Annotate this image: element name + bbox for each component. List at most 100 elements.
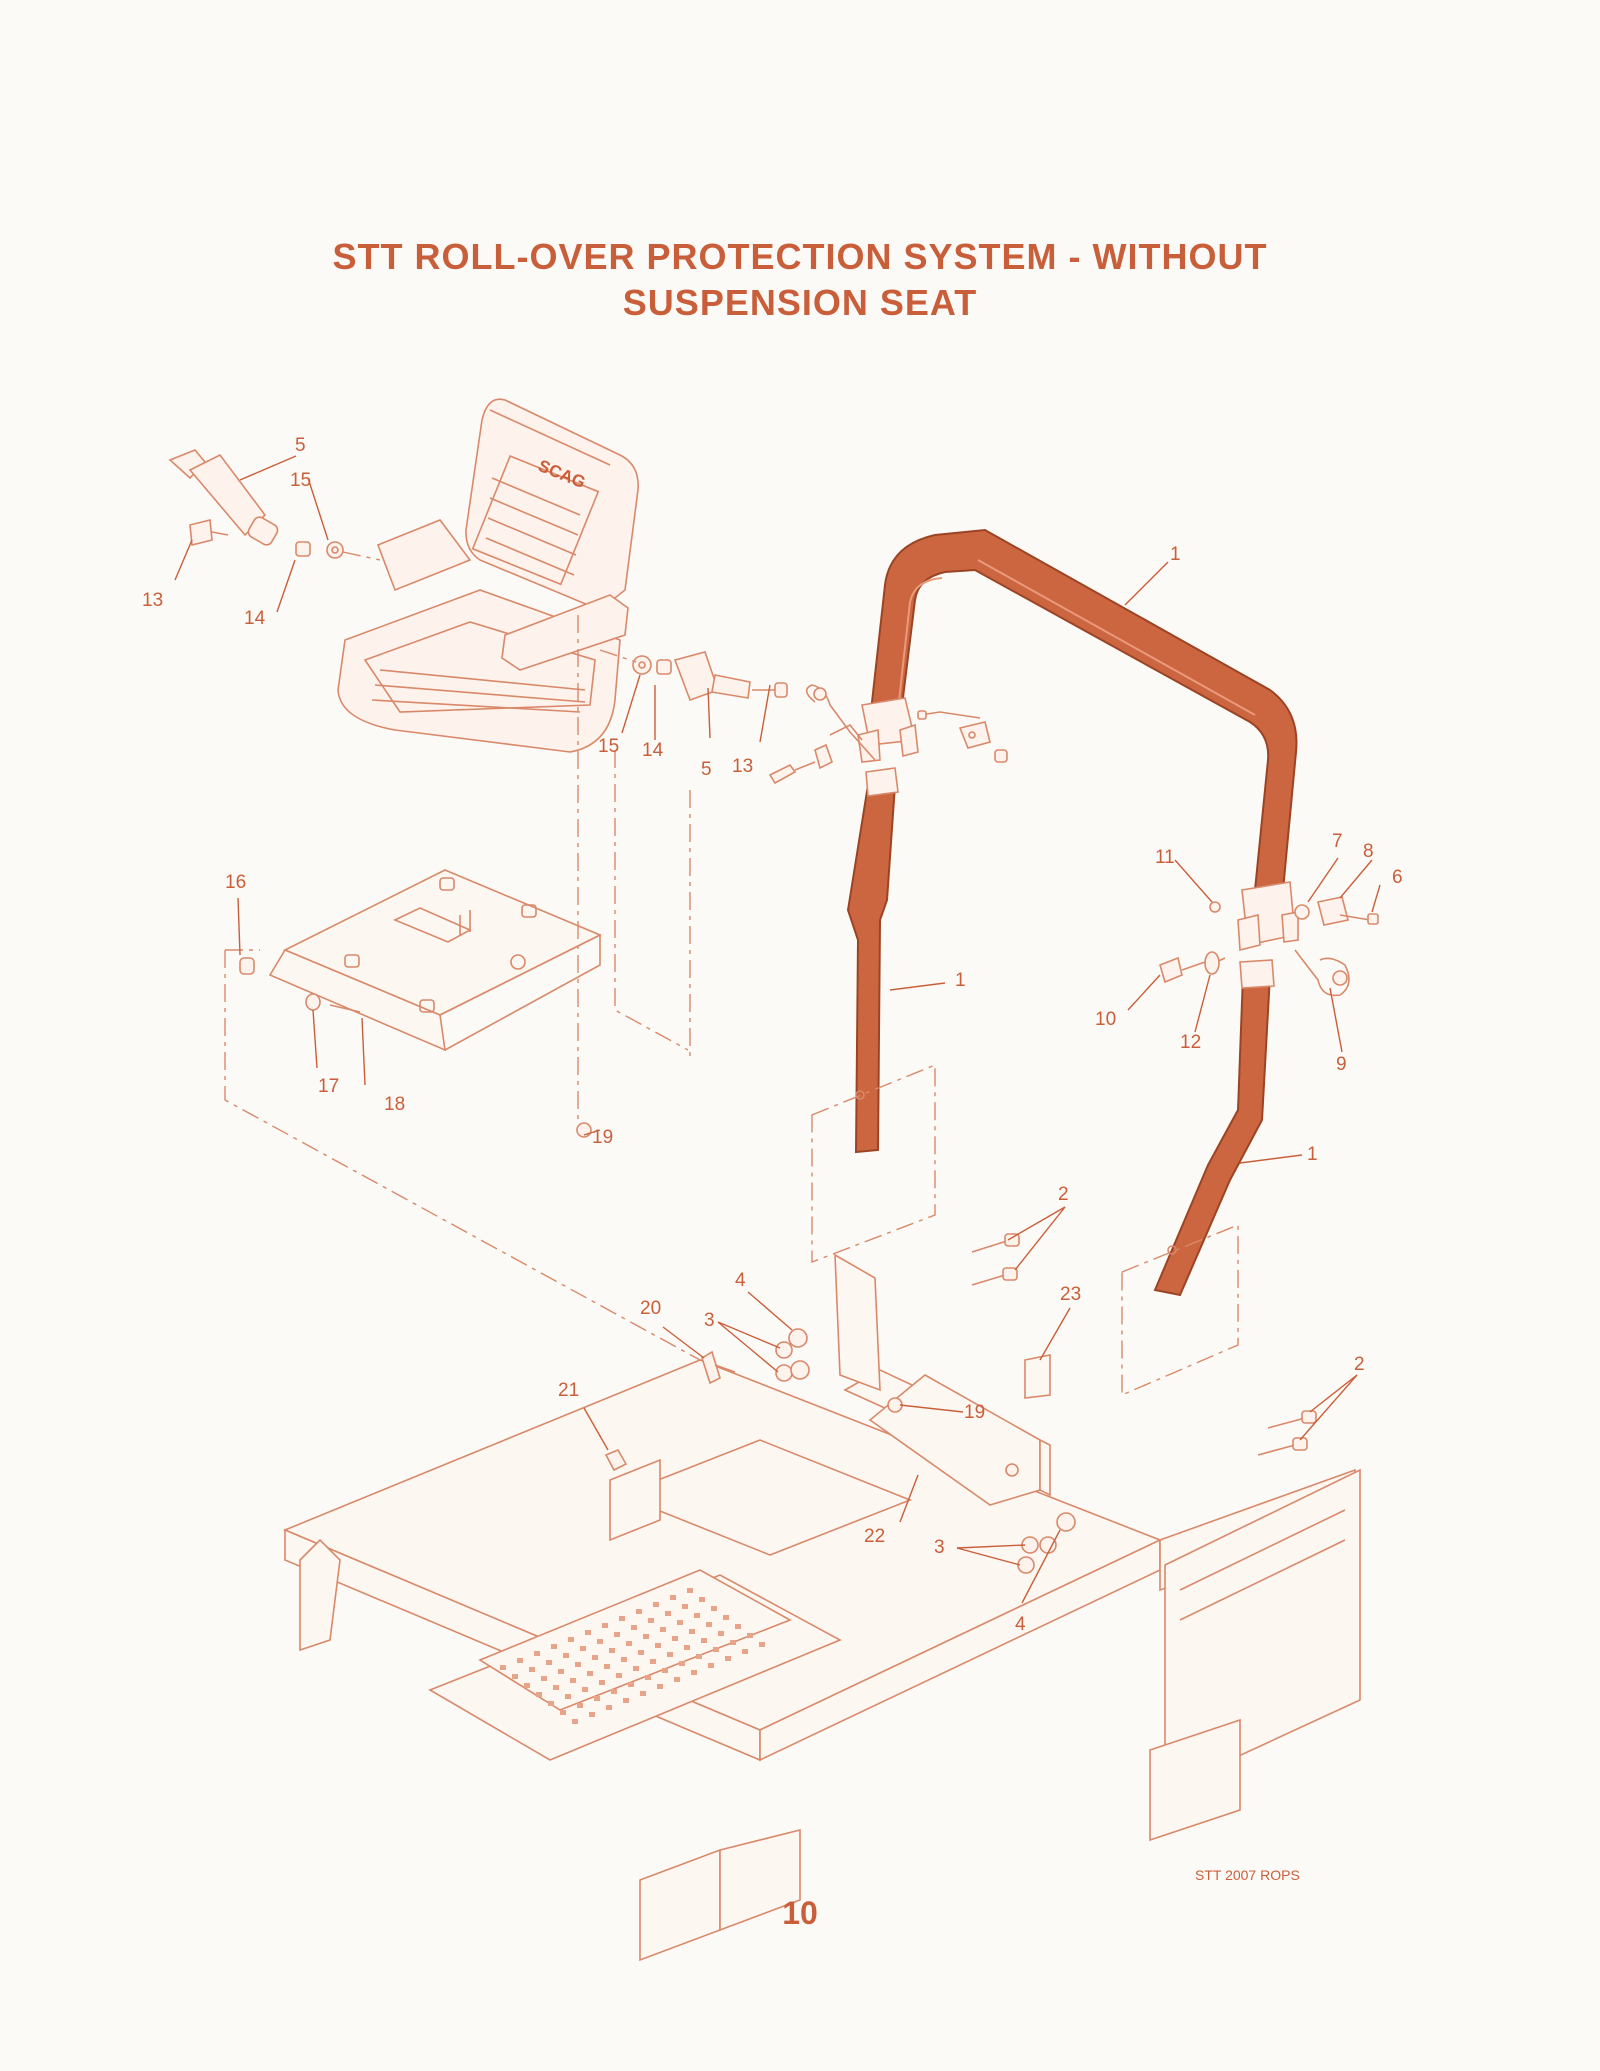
perforation <box>599 1680 605 1685</box>
perforation <box>633 1666 639 1671</box>
floor-plate <box>428 1569 842 1761</box>
callout-19-bracket: 19 <box>964 1402 985 1423</box>
perforation <box>529 1667 535 1672</box>
perforation <box>631 1625 637 1630</box>
callout-leaders <box>174 455 1381 1604</box>
perforation <box>636 1609 642 1614</box>
lower-hardware <box>604 1233 1317 1574</box>
seat-assembly-guide-lines <box>224 615 701 1361</box>
perforation <box>667 1652 673 1657</box>
perforation <box>628 1682 634 1687</box>
perforation <box>670 1595 676 1600</box>
perforation <box>551 1644 557 1649</box>
perforation <box>718 1631 724 1636</box>
callout-17: 17 <box>318 1076 339 1097</box>
page-number: 10 <box>782 1895 818 1931</box>
page-title-line-1: STT ROLL-OVER PROTECTION SYSTEM - WITHOU… <box>332 236 1268 277</box>
perforation <box>575 1662 581 1667</box>
rops-left-lower-upright <box>846 767 899 1154</box>
perforation <box>672 1636 678 1641</box>
perforation <box>759 1642 765 1647</box>
callout-5-left: 5 <box>295 435 306 456</box>
callout-16: 16 <box>225 872 246 893</box>
perforation <box>621 1657 627 1662</box>
perforation <box>735 1624 741 1629</box>
callout-6: 6 <box>1392 867 1403 888</box>
callout-4-left: 4 <box>735 1270 746 1291</box>
callout-3-right: 3 <box>934 1537 945 1558</box>
perforation <box>558 1669 564 1674</box>
perforation <box>691 1670 697 1675</box>
perforation <box>713 1647 719 1652</box>
page-title-line-2: SUSPENSION SEAT <box>622 282 978 323</box>
perforation <box>684 1645 690 1650</box>
perforation <box>640 1691 646 1696</box>
callout-2-upper: 2 <box>1058 1184 1069 1205</box>
perforation <box>706 1622 712 1627</box>
perforation <box>689 1629 695 1634</box>
perforation <box>582 1687 588 1692</box>
seat-belt-buckle-left <box>168 449 381 561</box>
perforation <box>553 1685 559 1690</box>
rops-mount-bracket <box>834 1253 1051 1506</box>
perforation <box>674 1677 680 1682</box>
perforation <box>512 1674 518 1679</box>
callout-21: 21 <box>558 1380 579 1401</box>
perforation <box>643 1634 649 1639</box>
callout-13-left: 13 <box>142 590 163 611</box>
perforation <box>657 1684 663 1689</box>
floor-plate-perforations <box>500 1588 765 1724</box>
perforation <box>589 1712 595 1717</box>
perforation <box>701 1638 707 1643</box>
callout-1-right-upright: 1 <box>1307 1144 1318 1165</box>
perforation <box>580 1646 586 1651</box>
perforation <box>577 1703 583 1708</box>
perforation <box>594 1696 600 1701</box>
callout-20: 20 <box>640 1298 661 1319</box>
figure-code: STT 2007 ROPS <box>1195 1867 1300 1883</box>
callout-10: 10 <box>1095 1009 1116 1030</box>
callout-19-seat-plate: 19 <box>592 1127 613 1148</box>
perforation <box>711 1606 717 1611</box>
callout-4-right: 4 <box>1015 1614 1026 1635</box>
callout-9: 9 <box>1336 1054 1347 1075</box>
perforation <box>604 1664 610 1669</box>
callout-22: 22 <box>864 1526 885 1547</box>
callout-5-right: 5 <box>701 759 712 780</box>
perforation <box>677 1620 683 1625</box>
perforation <box>747 1633 753 1638</box>
perforation <box>730 1640 736 1645</box>
perforation <box>723 1615 729 1620</box>
perforation <box>616 1673 622 1678</box>
upright-reference-boxes <box>811 1063 1239 1397</box>
perforation <box>638 1650 644 1655</box>
seat: SCAG <box>337 398 639 753</box>
perforation <box>602 1623 608 1628</box>
perforation <box>565 1694 571 1699</box>
callout-18: 18 <box>384 1094 405 1115</box>
perforation <box>650 1659 656 1664</box>
perforation <box>534 1651 540 1656</box>
callout-7: 7 <box>1332 831 1343 852</box>
callout-2-right: 2 <box>1354 1354 1365 1375</box>
perforation <box>563 1653 569 1658</box>
perforation <box>500 1665 506 1670</box>
perforation <box>609 1648 615 1653</box>
perforation <box>592 1655 598 1660</box>
callout-labels: 1 1 1 2 2 3 3 4 4 5 5 6 7 8 9 10 11 12 1… <box>142 435 1403 1635</box>
perforation <box>536 1692 542 1697</box>
seat-belt-buckle-right <box>599 649 788 702</box>
callout-13-right: 13 <box>732 756 753 777</box>
perforation <box>541 1676 547 1681</box>
perforation <box>660 1627 666 1632</box>
callout-1-left-upright: 1 <box>955 970 966 991</box>
perforation <box>648 1618 654 1623</box>
perforation <box>653 1602 659 1607</box>
rops-upper-hoop <box>868 528 1298 891</box>
callout-8: 8 <box>1363 841 1374 862</box>
rops-upper-left-bracket <box>857 697 919 763</box>
perforation <box>597 1639 603 1644</box>
perforation <box>742 1649 748 1654</box>
